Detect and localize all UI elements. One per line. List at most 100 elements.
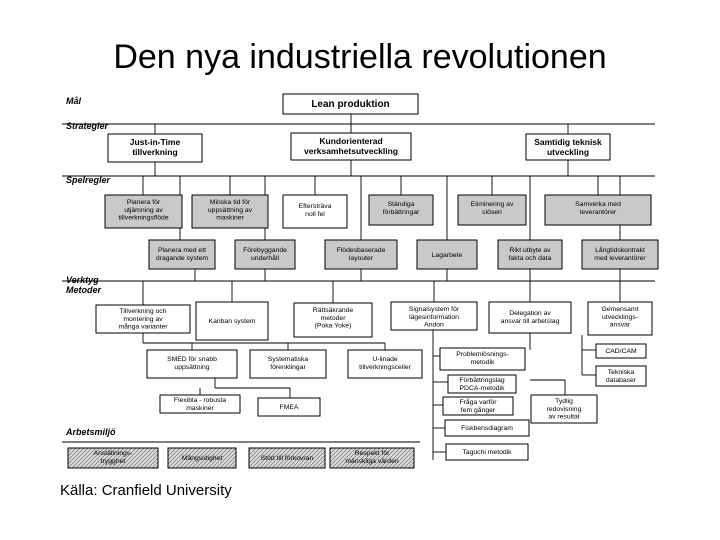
box-label-line: Eliminering av xyxy=(471,201,514,208)
box-label-line: utvecklings- xyxy=(602,314,638,321)
svg-text:Anställnings-trygghet: Anställnings-trygghet xyxy=(94,450,133,465)
box-label-line: Anställnings- xyxy=(94,450,133,457)
box-label-line: databaser xyxy=(606,377,637,384)
box-label-line: Samtidig teknisk xyxy=(534,137,602,147)
source-caption: Källa: Cranfield University xyxy=(60,482,232,499)
svg-text:FMEA: FMEA xyxy=(280,404,299,411)
box-label-line: Minska tid för xyxy=(210,199,251,206)
box-label-line: fem gånger xyxy=(461,406,496,414)
box-label-line: U-linade xyxy=(372,356,398,363)
box-label-line: Respekt för xyxy=(355,450,390,457)
box-label-line: (Poka Yoke) xyxy=(315,323,352,330)
box-label-line: Taguchi metodik xyxy=(462,449,512,456)
box-label-line: slöseri xyxy=(482,209,502,216)
box-label-line: metodik xyxy=(471,359,495,366)
svg-text:Taguchi metodik: Taguchi metodik xyxy=(462,449,512,456)
box-label-line: Gemensamt xyxy=(601,306,638,313)
box-label-line: förbättringar xyxy=(383,209,420,216)
box-label-line: Systematiska xyxy=(268,356,309,363)
box-label-line: Signalsystem för xyxy=(409,306,460,313)
box-label-line: fakta och data xyxy=(509,255,552,262)
box-label-line: Ständiga xyxy=(388,201,415,208)
level-label-arbetsmiljo: Arbetsmiljö xyxy=(65,427,116,437)
box-label-line: tillverkning xyxy=(132,147,177,157)
box-label-line: noll fel xyxy=(305,211,325,218)
box-label-line: Flödesbaserade xyxy=(337,247,386,254)
box-label-line: uppsättning xyxy=(174,364,209,371)
box-label-line: PDCA-metodik xyxy=(460,385,506,392)
box-label-line: Just-in-Time xyxy=(130,137,181,147)
svg-text:Lean produktion: Lean produktion xyxy=(311,99,389,110)
box-label-line: Fiskbensdiagram xyxy=(461,425,513,432)
box-label-line: lägesinformation xyxy=(409,314,459,321)
box-label-line: FMEA xyxy=(280,404,299,411)
box-label-line: Flexibla - robusta xyxy=(174,397,226,404)
level-label-mal: Mål xyxy=(66,96,82,106)
box-label-line: Tekniska xyxy=(608,369,635,376)
box-label-line: Samverka med xyxy=(575,201,621,208)
page-title: Den nya industriella revolutionen xyxy=(113,38,607,76)
box-label-line: CAD/CAM xyxy=(605,348,637,355)
box-label-line: verksamhetsutveckling xyxy=(304,146,398,156)
box-label-line: layouter xyxy=(349,255,374,262)
box-lean-produktion: Lean produktion xyxy=(282,93,419,115)
svg-text:Lagarbete: Lagarbete xyxy=(432,252,463,259)
level-label-strategier: Strategier xyxy=(66,121,109,131)
svg-text:Problemlösnings-metodik: Problemlösnings-metodik xyxy=(456,351,509,366)
box-label-line: underhåll xyxy=(251,254,279,262)
box-label-line: många varianter xyxy=(118,323,168,331)
box-label-line: maskiner xyxy=(186,405,214,412)
level-label-spelregler: Spelregler xyxy=(66,175,111,185)
box-label-line: montering av xyxy=(123,316,163,323)
box-label-line: Lean produktion xyxy=(311,99,389,110)
box-label-line: Tillverkning och xyxy=(120,308,167,315)
box-label-line: utjämning av xyxy=(124,207,163,214)
box-label-line: Mångsidighet xyxy=(182,454,223,462)
level-label-verktyg: Verktyg xyxy=(66,275,99,285)
box-label-line: Stöd till förkovran xyxy=(261,455,314,462)
box-label-line: med leverantörer xyxy=(594,255,646,262)
box-label-line: Planera med ett xyxy=(158,247,206,254)
box-label-line: utveckling xyxy=(547,147,589,157)
box-anstallningstrygghet: Anställnings-trygghet xyxy=(67,447,159,469)
box-label-line: Långtidskontrakt xyxy=(595,246,645,254)
svg-text:CAD/CAM: CAD/CAM xyxy=(605,348,637,355)
box-lagarbete: Lagarbete xyxy=(416,239,478,270)
box-label-line: uppsättning av xyxy=(208,207,253,214)
box-label-line: Andon xyxy=(424,322,444,329)
box-label-line: redovisning xyxy=(547,406,582,413)
box-label-line: Eftersträva xyxy=(299,203,332,210)
